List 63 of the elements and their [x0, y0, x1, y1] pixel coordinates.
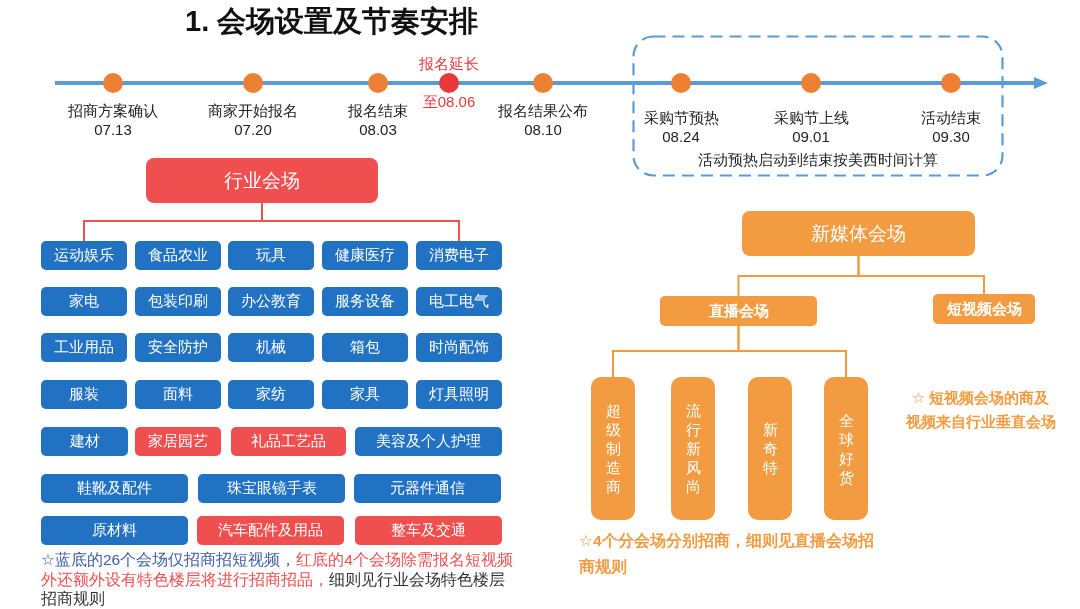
- category-box: 包装印刷: [135, 287, 221, 316]
- category-box: 时尚配饰: [416, 333, 502, 362]
- branch-venue-box: 流行新风尚: [671, 377, 715, 520]
- connector-line: [737, 325, 847, 378]
- category-box: 办公教育: [228, 287, 314, 316]
- category-box: 鞋靴及配件: [41, 474, 188, 503]
- milestone-label: 采购节上线: [773, 108, 849, 128]
- category-box: 家纺: [228, 380, 314, 409]
- milestone-date: 08.10: [524, 120, 562, 140]
- connector-line: [261, 202, 460, 242]
- milestone-date: 08.24: [662, 127, 700, 147]
- milestone-label: 报名结束: [348, 101, 408, 121]
- milestone-date: 08.03: [359, 120, 397, 140]
- venue-header-box: 行业会场: [146, 158, 378, 203]
- category-box: 家居园艺: [135, 427, 221, 456]
- category-box: 机械: [228, 333, 314, 362]
- category-box: 灯具照明: [416, 380, 502, 409]
- category-box: 面料: [135, 380, 221, 409]
- category-box: 食品农业: [135, 241, 221, 270]
- category-box: 运动娱乐: [41, 241, 127, 270]
- category-box: 礼品工艺品: [231, 427, 346, 456]
- dashed-frame: [632, 35, 1004, 177]
- milestone-label: 采购节预热: [643, 108, 719, 128]
- category-box: 汽车配件及用品: [197, 516, 344, 545]
- category-box: 安全防护: [135, 333, 221, 362]
- milestone-label: 商家开始报名: [208, 101, 298, 121]
- category-box: 玩具: [228, 241, 314, 270]
- category-box: 箱包: [322, 333, 408, 362]
- category-box: 美容及个人护理: [355, 427, 502, 456]
- note-text: ☆ 短视频会场的商及视频来自行业垂直会场: [905, 388, 1056, 432]
- category-box: 建材: [41, 427, 128, 456]
- slide-title: 1. 会场设置及节奏安排: [185, 4, 479, 39]
- branch-venue-box: 新奇特: [748, 377, 792, 520]
- category-box: 健康医疗: [322, 241, 408, 270]
- milestone-date: 至08.06: [422, 92, 476, 112]
- timezone-note: 活动预热启动到结束按美西时间计算: [698, 150, 938, 170]
- category-box: 珠宝眼镜手表: [198, 474, 345, 503]
- milestone-label: 报名结果公布: [498, 101, 588, 121]
- category-box: 电工电气: [416, 287, 502, 316]
- category-box: 整车及交通: [355, 516, 502, 545]
- category-box: 工业用品: [41, 333, 127, 362]
- branch-venue-box: 全球好货: [824, 377, 868, 520]
- sub-venue-box: 直播会场: [660, 296, 817, 326]
- category-box: 家电: [41, 287, 127, 316]
- milestone-date: 09.01: [792, 127, 830, 147]
- category-box: 消费电子: [416, 241, 502, 270]
- connector-line: [857, 255, 985, 295]
- branch-venue-box: 超级制造商: [591, 377, 635, 520]
- venue-header-box: 新媒体会场: [742, 211, 975, 256]
- milestone-date: 07.13: [94, 120, 132, 140]
- milestone-label: 活动结束: [921, 108, 981, 128]
- note-text: ☆4个分会场分别招商，细则见直播会场招商规则: [579, 531, 874, 577]
- category-box: 原材料: [41, 516, 188, 545]
- milestone-date: 09.30: [932, 127, 970, 147]
- category-box: 服装: [41, 380, 127, 409]
- category-box: 元器件通信: [354, 474, 501, 503]
- note-text: ☆蓝底的26个会场仅招商招短视频，红底的4个会场除需报名短视频外还额外设有特色楼层将进行招商招品，细则见行业会场特色楼层招商规则: [41, 550, 514, 609]
- milestone-date: 07.20: [234, 120, 272, 140]
- milestone-label: 报名延长: [419, 54, 479, 74]
- category-box: 家具: [322, 380, 408, 409]
- milestone-label: 招商方案确认: [68, 101, 158, 121]
- category-box: 服务设备: [322, 287, 408, 316]
- sub-venue-box: 短视频会场: [933, 294, 1035, 324]
